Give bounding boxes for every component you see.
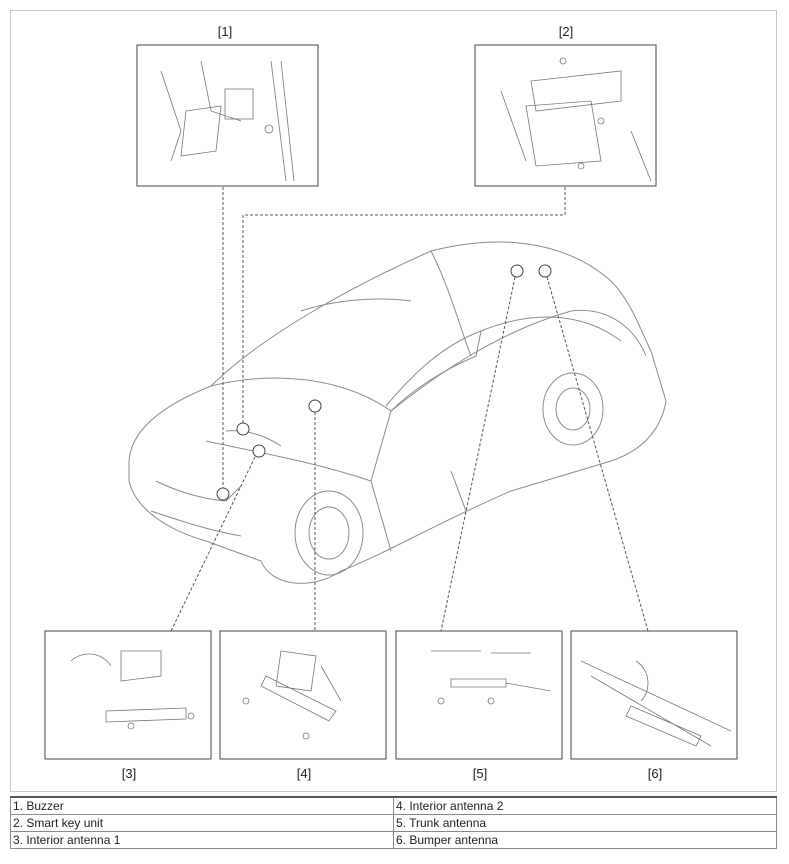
callout-5: [5] [472,766,488,781]
callout-2: [2] [558,24,574,39]
detail-panels [44,44,738,760]
marker-interior-antenna-1 [252,444,266,458]
legend-item-interior-antenna-2: 4. Interior antenna 2 [393,796,777,815]
detail-panel-5 [395,630,563,760]
legend-item-bumper-antenna: 6. Bumper antenna [393,831,777,849]
component-location-diagram [44,44,738,760]
marker-bumper-antenna [538,264,552,278]
callout-1: [1] [217,24,233,39]
detail-panel-4 [219,630,387,760]
detail-panel-2 [474,44,657,187]
marker-smart-key-unit [236,422,250,436]
marker-interior-antenna-2 [308,399,322,413]
vehicle-illustration [128,241,667,584]
location-markers [216,264,552,501]
legend-item-interior-antenna-1: 3. Interior antenna 1 [10,831,394,849]
detail-panel-1 [136,44,319,187]
legend-item-smart-key-unit: 2. Smart key unit [10,814,394,832]
callout-6: [6] [647,766,663,781]
marker-trunk-antenna [510,264,524,278]
legend-row: 2. Smart key unit 5. Trunk antenna [10,814,777,832]
callout-3: [3] [121,766,137,781]
legend-row: 3. Interior antenna 1 6. Bumper antenna [10,831,777,849]
legend-item-trunk-antenna: 5. Trunk antenna [393,814,777,832]
legend-table: 1. Buzzer 4. Interior antenna 2 2. Smart… [10,796,777,849]
figure-frame: [1] [2] [3] [4] [5] [6] [10,10,777,792]
marker-buzzer [216,487,230,501]
detail-panel-3 [44,630,212,760]
legend-row: 1. Buzzer 4. Interior antenna 2 [10,796,777,815]
callout-4: [4] [296,766,312,781]
leader-lines [170,187,649,632]
legend-item-buzzer: 1. Buzzer [10,796,394,815]
